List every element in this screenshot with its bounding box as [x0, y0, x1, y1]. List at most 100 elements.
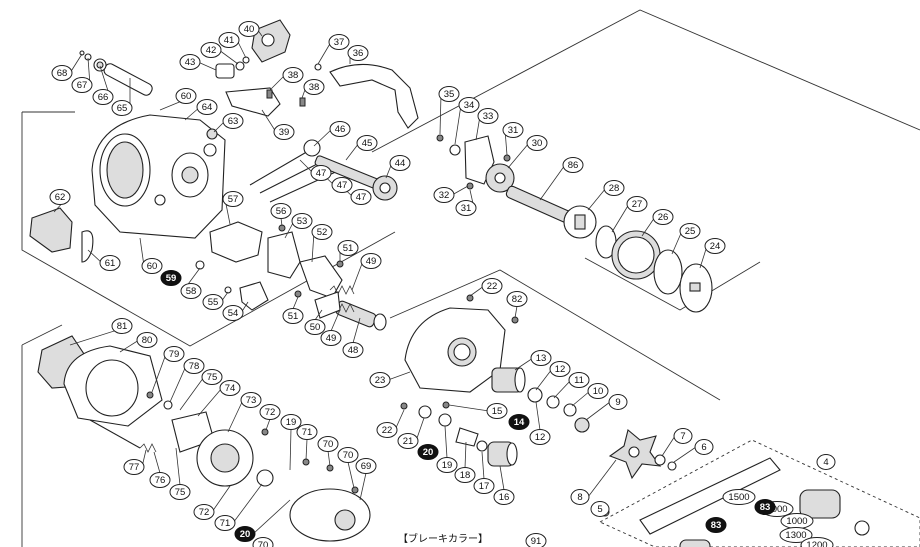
washer-part-10 — [563, 403, 577, 417]
part-label-text: 31 — [508, 125, 519, 136]
part-label-47: 47 — [331, 177, 353, 193]
part-label-20: 20 — [417, 444, 439, 460]
part-label-text: 1000 — [786, 516, 807, 527]
part-label-86: 86 — [562, 157, 584, 173]
spring-part-76 — [139, 443, 157, 453]
part-label-75: 75 — [201, 369, 223, 385]
part-label-text: 17 — [479, 481, 490, 492]
part-label-text: 73 — [246, 395, 257, 406]
part-label-text: 46 — [335, 124, 346, 135]
part-label-66: 66 — [92, 89, 114, 105]
part-label-text: 36 — [353, 48, 364, 59]
part-label-46: 46 — [329, 121, 351, 137]
bushing-part-19 — [438, 413, 452, 427]
part-label-text: 81 — [117, 321, 128, 332]
part-label-text: 12 — [555, 364, 566, 375]
star-drag-part-28 — [563, 205, 597, 239]
part-label-71: 71 — [214, 515, 236, 531]
part-label-text: 25 — [685, 226, 696, 237]
ring-part-21 — [418, 405, 432, 419]
part-label-text: 35 — [444, 89, 455, 100]
leader-lines — [53, 28, 708, 535]
plate-part-53 — [267, 231, 301, 279]
part-label-27: 27 — [626, 196, 648, 212]
screw-part-31 — [503, 154, 511, 162]
part-label-text: 72 — [199, 507, 210, 518]
part-label-text: 33 — [483, 111, 494, 122]
knob-part-16 — [487, 441, 518, 467]
part-label-91: 91 — [525, 533, 547, 547]
part-label-text: 1000 — [766, 504, 787, 515]
part-label-24: 24 — [704, 238, 726, 254]
part-label-53: 53 — [291, 213, 313, 229]
part-label-1300: 1300 — [779, 527, 813, 543]
brake-color-note: 【ブレーキカラー】 — [398, 532, 488, 545]
part-label-14: 14 — [508, 414, 530, 430]
part-label-text: 52 — [317, 227, 328, 238]
clip-part-54 — [239, 281, 269, 311]
part-label-text: 43 — [185, 57, 196, 68]
part-label-50: 50 — [304, 319, 326, 335]
screw-part-35 — [436, 134, 444, 142]
part-label-77: 77 — [123, 459, 145, 475]
bearing-part-13 — [491, 367, 526, 393]
part-label-text: 23 — [375, 375, 386, 386]
part-label-23: 23 — [369, 372, 391, 388]
part-label-59: 59 — [160, 270, 182, 286]
part-label-text: 57 — [228, 194, 239, 205]
part-label-15: 15 — [486, 403, 508, 419]
group-frame-upper-right-bottom — [584, 257, 761, 311]
part-label-60: 60 — [141, 258, 163, 274]
gear-part-30 — [485, 163, 515, 193]
part-label-51: 51 — [282, 308, 304, 324]
side-plate-part-80 — [63, 345, 163, 427]
part-label-25: 25 — [679, 223, 701, 239]
part-label-22: 22 — [481, 278, 503, 294]
part-label-text: 60 — [181, 91, 192, 102]
part-label-72: 72 — [193, 504, 215, 520]
washer-part-34 — [449, 144, 461, 156]
pin-part-77 — [89, 419, 141, 449]
part-label-text: 91 — [531, 536, 542, 547]
part-label-19: 19 — [280, 414, 302, 430]
part-label-26: 26 — [652, 209, 674, 225]
group-frame-middle — [389, 269, 721, 401]
washer-part-7 — [654, 454, 666, 466]
part-label-text: 64 — [202, 102, 213, 113]
part-label-64: 64 — [196, 99, 218, 115]
part-label-text: 1500 — [728, 492, 749, 503]
part-label-62: 62 — [49, 189, 71, 205]
part-label-34: 34 — [458, 97, 480, 113]
nut-part-9 — [574, 417, 590, 433]
part-label-7: 7 — [673, 428, 693, 444]
part-label-43: 43 — [179, 54, 201, 70]
brake-disc-part-69 — [289, 488, 371, 542]
clip-part-18 — [455, 427, 479, 447]
part-label-55: 55 — [202, 294, 224, 310]
brake-drum-part-73 — [196, 429, 254, 487]
part-label-text: 63 — [228, 116, 239, 127]
part-label-19: 19 — [436, 457, 458, 473]
part-label-12: 12 — [549, 361, 571, 377]
handle-part-4 — [639, 457, 870, 547]
part-label-49: 49 — [360, 253, 382, 269]
part-label-68: 68 — [51, 65, 73, 81]
gear-part-44 — [372, 175, 398, 201]
part-label-31: 31 — [455, 200, 477, 216]
screw-part-38 — [266, 89, 273, 99]
part-label-35: 35 — [438, 86, 460, 102]
part-label-56: 56 — [270, 203, 292, 219]
part-label-47: 47 — [350, 189, 372, 205]
part-label-text: 53 — [297, 216, 308, 227]
part-label-text: 51 — [288, 311, 299, 322]
part-label-text: 31 — [461, 203, 472, 214]
part-label-78: 78 — [183, 358, 205, 374]
part-label-47: 47 — [310, 165, 332, 181]
part-label-40: 40 — [238, 21, 260, 37]
screw-part-15 — [442, 401, 450, 409]
ring-part-55 — [224, 286, 232, 294]
screw-part-32 — [466, 182, 474, 190]
part-label-text: 55 — [208, 297, 219, 308]
